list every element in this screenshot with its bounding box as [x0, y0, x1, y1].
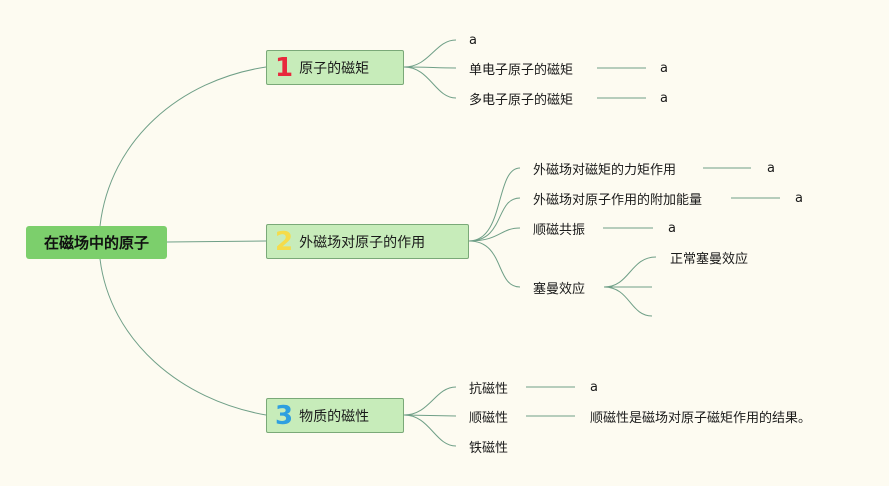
leaf-note[interactable]: a: [660, 90, 668, 106]
leaf-note[interactable]: a: [590, 379, 598, 395]
leaf-note[interactable]: 顺磁性是磁场对原子磁矩作用的结果。: [590, 410, 812, 426]
leaf-topic[interactable]: 铁磁性: [469, 440, 509, 456]
leaf-topic[interactable]: 单电子原子的磁矩: [469, 62, 574, 78]
leaf-topic[interactable]: 顺磁共振: [533, 222, 586, 238]
branch-label: 原子的磁矩: [299, 60, 370, 77]
leaf-topic[interactable]: 外磁场对原子作用的附加能量: [533, 192, 703, 208]
leaf-note[interactable]: a: [660, 60, 668, 76]
branch-topic-2[interactable]: 2 外磁场对原子的作用: [266, 224, 469, 259]
number-three-icon: 3: [275, 400, 294, 431]
leaf-note[interactable]: a: [767, 160, 775, 176]
leaf-topic[interactable]: 多电子原子的磁矩: [469, 92, 574, 108]
connector-root-branch-3: [99, 258, 267, 416]
root-topic[interactable]: 在磁场中的原子: [26, 226, 167, 259]
leaf-topic[interactable]: 顺磁性: [469, 410, 509, 426]
leaf-topic[interactable]: 抗磁性: [469, 381, 509, 397]
branch-label: 物质的磁性: [299, 408, 370, 425]
number-two-icon: 2: [275, 226, 294, 257]
number-one-icon: 1: [275, 52, 294, 83]
leaf-note[interactable]: a: [795, 190, 803, 206]
leaf-topic[interactable]: a: [469, 32, 477, 48]
connector-root-branch-2: [166, 240, 267, 243]
leaf-topic[interactable]: 外磁场对磁矩的力矩作用: [533, 162, 677, 178]
leaf-note[interactable]: a: [668, 220, 676, 236]
branch-topic-3[interactable]: 3 物质的磁性: [266, 398, 404, 433]
branch-label: 外磁场对原子的作用: [299, 234, 426, 251]
connector-root-branch-1: [99, 66, 267, 227]
branch-topic-1[interactable]: 1 原子的磁矩: [266, 50, 404, 85]
leaf-topic[interactable]: 塞曼效应: [533, 281, 586, 297]
leaf-subtopic[interactable]: 正常塞曼效应: [670, 251, 749, 267]
